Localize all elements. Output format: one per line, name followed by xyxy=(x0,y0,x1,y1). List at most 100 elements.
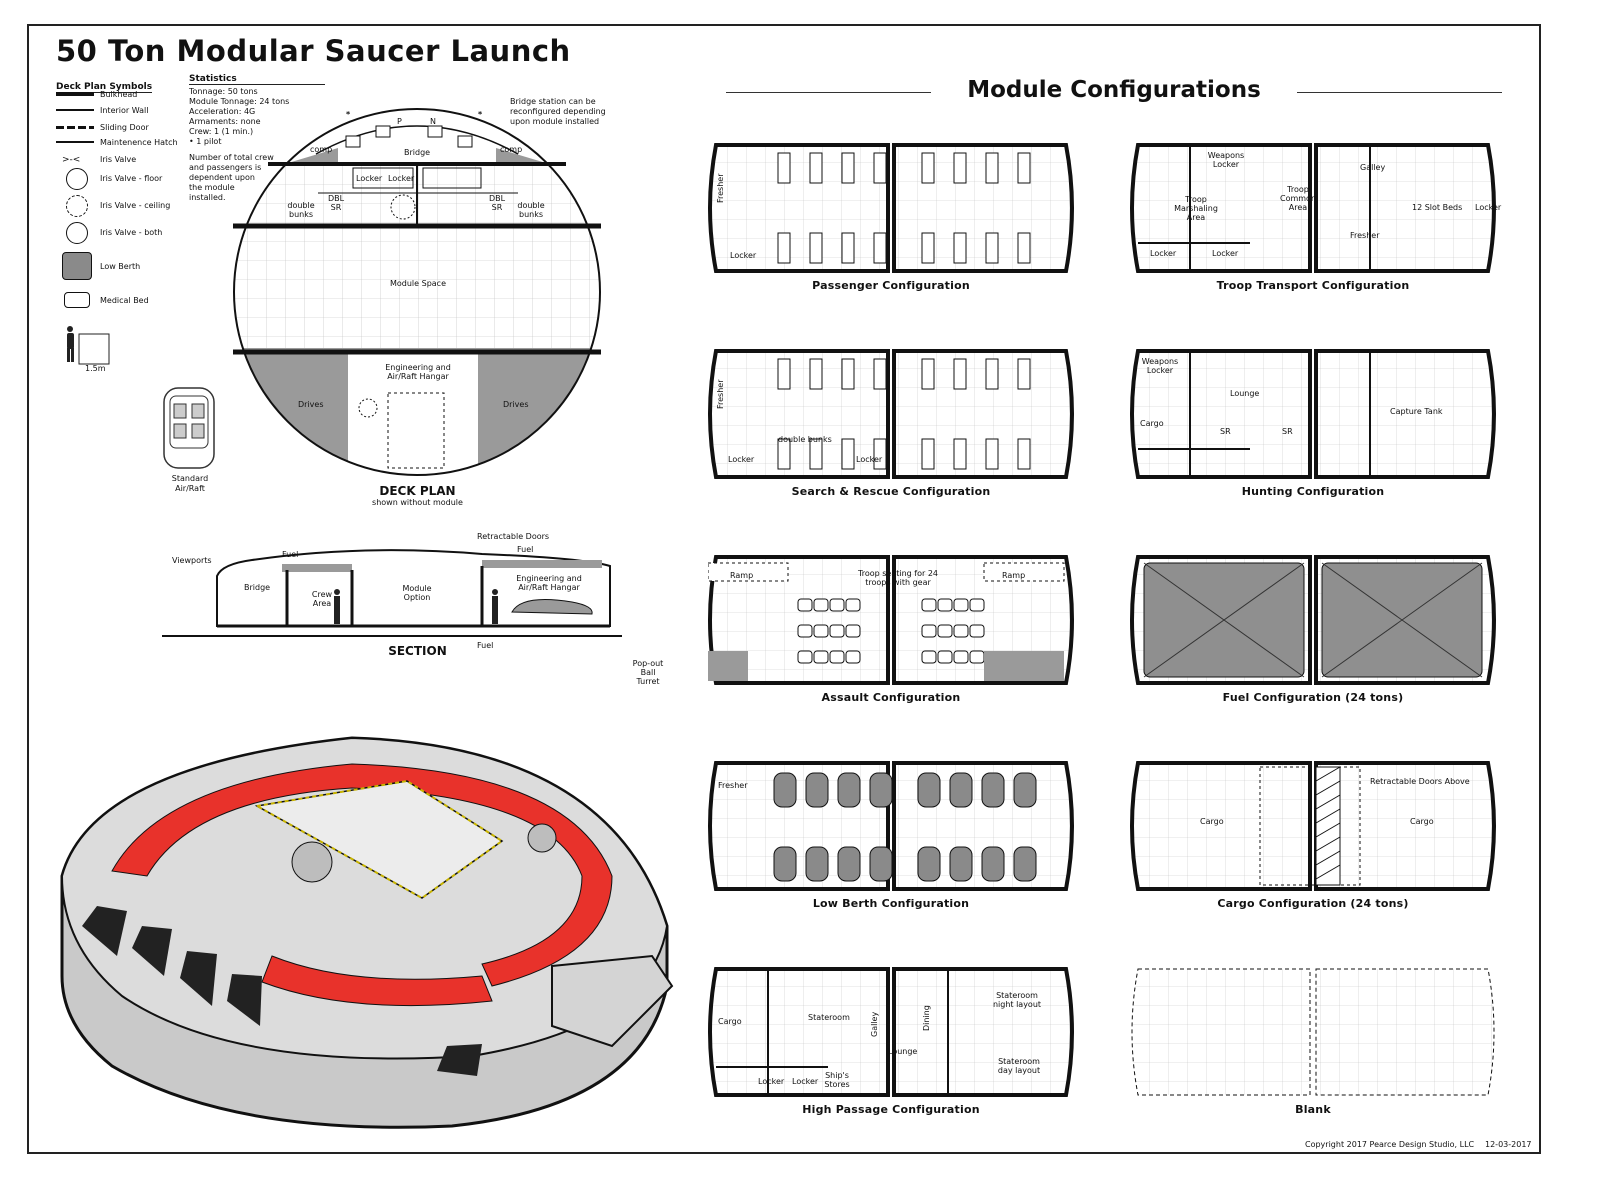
room-drives-left: Drives xyxy=(298,400,324,409)
section-engineering: Engineering and Air/Raft Hangar xyxy=(516,574,582,592)
module-room-label: Galley xyxy=(1360,163,1386,172)
module-room-label: Capture Tank xyxy=(1390,407,1443,416)
room-dbl-sr-right: DBL SR xyxy=(488,194,506,212)
statistic-line: Crew: 1 (1 min.) xyxy=(189,127,254,136)
module-room-label: Locker xyxy=(1150,249,1177,258)
module-room-label: Fresher xyxy=(716,379,725,409)
module-name: Passenger Configuration xyxy=(812,279,970,292)
room-comp-left: comp xyxy=(310,145,333,154)
module-room-label: Locker xyxy=(1212,249,1239,258)
module-room-label: Stateroom day layout xyxy=(997,1057,1041,1075)
module-room-label: SR xyxy=(1282,427,1293,436)
saucer-svg xyxy=(60,736,674,1129)
symbol-label: Medical Bed xyxy=(100,295,149,305)
scale-figure xyxy=(62,324,122,378)
symbol-label: Bulkhead xyxy=(100,89,138,99)
symbol-row: Maintenence Hatch xyxy=(56,136,178,148)
symbol-row: Iris Valve - floor xyxy=(56,168,163,190)
module-plan-svg xyxy=(708,349,1074,479)
symbol-row: Iris Valve - both xyxy=(56,222,163,244)
bridge-note-line: Bridge station can be xyxy=(510,97,596,106)
module-name: High Passage Configuration xyxy=(802,1103,980,1116)
section-fuel-right: Fuel xyxy=(517,545,534,554)
module-name: Assault Configuration xyxy=(821,691,961,704)
module-room-label: Cargo xyxy=(1200,817,1224,826)
deck-plan-svg xyxy=(233,108,601,476)
station-star-right: * xyxy=(478,110,483,119)
room-double-bunks-right: double bunks xyxy=(517,201,545,219)
air-raft-drawing xyxy=(160,386,220,476)
statistic-note-line: Number of total crew xyxy=(189,153,274,162)
statistic-note-line: the module xyxy=(189,183,235,192)
symbol-glyph-icon xyxy=(56,222,94,244)
module-room-label: Weapons Locker xyxy=(1207,151,1245,169)
module-room-label: Troop seating for 24 troops with gear xyxy=(858,569,938,587)
section-fuel-top: Fuel xyxy=(282,550,299,559)
room-comp-right: comp xyxy=(500,145,523,154)
module-room-label: Fresher xyxy=(1350,231,1380,240)
statistic-line: • 1 pilot xyxy=(189,137,222,146)
module-room-label: Retractable Doors Above xyxy=(1370,777,1470,786)
symbol-label: Iris Valve - floor xyxy=(100,173,163,183)
symbol-label: Low Berth xyxy=(100,261,141,271)
symbols-heading: Deck Plan Symbols xyxy=(56,82,153,93)
module-room-label: Fresher xyxy=(716,173,725,203)
symbol-label: Sliding Door xyxy=(100,122,149,132)
symbol-row: Iris Valve - ceiling xyxy=(56,195,171,217)
symbol-label: Maintenence Hatch xyxy=(100,137,178,147)
symbol-glyph-icon xyxy=(56,252,94,280)
symbol-row: Sliding Door xyxy=(56,121,149,133)
symbol-glyph-icon xyxy=(56,88,94,100)
section-crew-area: Crew Area xyxy=(311,590,333,608)
date: 12-03-2017 xyxy=(1485,1140,1532,1149)
station-navigator: N xyxy=(430,117,436,126)
deck-plan-caption: DECK PLAN xyxy=(379,484,456,498)
module-room-label: Fresher xyxy=(718,781,748,790)
statistic-note-line: and passengers is xyxy=(189,163,262,172)
module-room-label: Dining xyxy=(922,1005,931,1031)
room-engineering: Engineering and Air/Raft Hangar xyxy=(385,363,451,381)
symbol-label: Iris Valve - both xyxy=(100,227,163,237)
symbol-glyph-icon xyxy=(56,121,94,133)
module-name: Fuel Configuration (24 tons) xyxy=(1222,691,1404,704)
section-caption: SECTION xyxy=(388,644,447,658)
module-room-label: Galley xyxy=(870,1011,879,1037)
module-plan-svg xyxy=(1130,349,1496,479)
symbol-row: Medical Bed xyxy=(56,292,149,308)
symbol-row: >-<Iris Valve xyxy=(56,153,136,166)
module-room-label: Lounge xyxy=(888,1047,918,1056)
bridge-note-line: upon module installed xyxy=(510,117,600,126)
module-room-label: Weapons Locker xyxy=(1141,357,1179,375)
module-room-label: Locker xyxy=(728,455,755,464)
air-raft-label-line: Standard xyxy=(171,474,209,483)
module-plan-svg xyxy=(708,761,1074,891)
module-room-label: Stateroom xyxy=(808,1013,850,1022)
module-room-label: Ramp xyxy=(1002,571,1026,580)
module-plan-svg xyxy=(1130,143,1496,273)
section-module-option: Module Option xyxy=(402,584,432,602)
module-card: Assault Configuration Ramp Troop seating f… xyxy=(633,555,1074,709)
module-room-label: Troop Marshaling Area xyxy=(1174,195,1218,222)
page-title: 50 Ton Modular Saucer Launch xyxy=(56,34,571,68)
statistic-note-line: installed. xyxy=(189,193,226,202)
module-room-label: Locker xyxy=(1475,203,1502,212)
statistic-line: Armaments: none xyxy=(189,117,261,126)
section-fuel-bottom: Fuel xyxy=(477,641,494,650)
symbol-label: Iris Valve - ceiling xyxy=(100,200,171,210)
symbol-glyph-icon xyxy=(56,136,94,148)
scale-label: 1.5m xyxy=(85,364,106,373)
room-bridge: Bridge xyxy=(404,148,431,157)
symbol-glyph-icon xyxy=(56,168,94,190)
symbols-legend: Deck Plan Symbols xyxy=(56,74,153,93)
section-view: Viewports Fuel Retractable Doors Fuel Br… xyxy=(162,530,622,650)
module-plan-svg xyxy=(708,143,1074,273)
bridge-note-line: reconfigured depending xyxy=(510,107,606,116)
module-room-label: Cargo xyxy=(1410,817,1434,826)
